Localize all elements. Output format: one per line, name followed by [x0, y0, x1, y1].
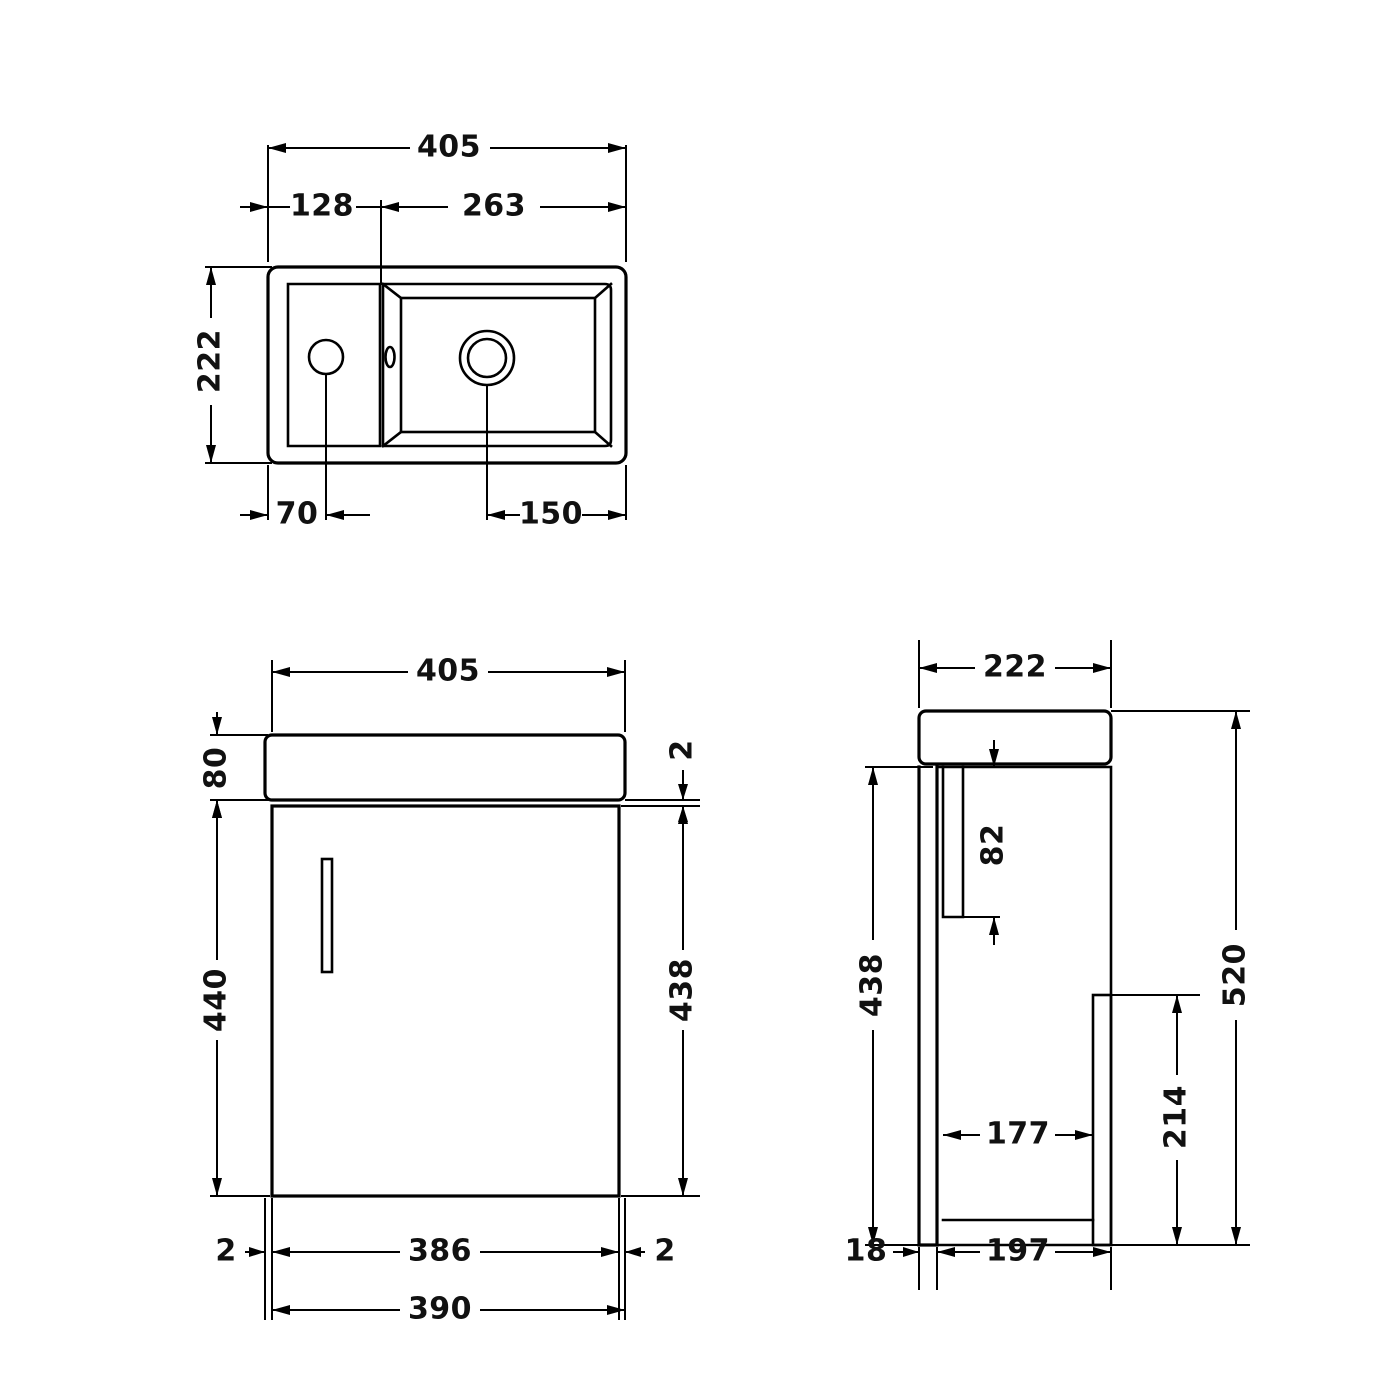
basin-outer-outline [266, 265, 628, 465]
tap-hole-circle [307, 338, 345, 376]
dim-label-front-390: 390 [408, 1292, 472, 1327]
dim-top-263: 263 [381, 189, 626, 224]
dim-label-side-222: 222 [983, 650, 1047, 685]
dim-label-side-82: 82 [976, 824, 1011, 867]
dim-side-82: 82 [976, 740, 1011, 945]
dim-top-128: 128 [240, 189, 381, 224]
dim-label-top-150: 150 [519, 497, 583, 532]
dim-label-top-263: 263 [462, 189, 526, 224]
dim-label-top-128: 128 [290, 189, 354, 224]
dim-side-177: 177 [943, 1117, 1093, 1152]
dim-side-520: 520 [1218, 711, 1253, 1245]
dim-side-438: 438 [855, 767, 890, 1245]
side-door-panel [1091, 993, 1113, 1247]
door-handle-bar [320, 857, 334, 974]
basin-bowl-rim-outline [381, 282, 613, 448]
dim-label-front-405: 405 [416, 654, 480, 689]
dim-label-side-214: 214 [1159, 1085, 1194, 1149]
dim-top-150: 150 [487, 497, 626, 532]
dim-side-197: 197 [937, 1234, 1111, 1269]
bowl-bevel-bottom-left [381, 430, 403, 448]
dim-front-405: 405 [272, 654, 625, 689]
dim-label-side-197: 197 [986, 1234, 1050, 1269]
dim-label-front-2-right: 2 [654, 1234, 675, 1269]
side-hanging-bracket [941, 765, 965, 919]
dim-side-222: 222 [919, 650, 1111, 685]
dim-label-side-520: 520 [1218, 943, 1253, 1007]
dim-label-front-438: 438 [665, 958, 700, 1022]
bowl-bevel-top-left [381, 282, 403, 300]
dim-top-70: 70 [240, 497, 370, 532]
dim-label-front-80: 80 [199, 747, 234, 790]
side-back-panel [917, 765, 939, 1247]
basin-left-deck-outline [286, 282, 382, 448]
dim-label-top-222: 222 [193, 329, 228, 393]
dim-front-2-right: 2 [625, 1234, 675, 1269]
dim-label-top-70: 70 [276, 497, 319, 532]
dim-label-side-18: 18 [845, 1234, 888, 1269]
dim-label-side-438: 438 [855, 953, 890, 1017]
basin-bowl-inner-outline [399, 296, 597, 434]
front-cabinet-door [270, 804, 621, 1198]
dim-label-side-177: 177 [986, 1117, 1050, 1152]
overflow-slot [384, 345, 396, 369]
dim-front-390: 390 [272, 1292, 625, 1327]
waste-outlet-inner-circle [466, 337, 508, 379]
front-view-group: 405 80 440 2 [199, 654, 700, 1327]
bowl-bevel-bottom-right [593, 430, 613, 448]
top-view-group: 405 128 263 222 [193, 130, 628, 532]
dim-front-2-left: 2 [215, 1234, 265, 1269]
dim-top-405: 405 [268, 130, 626, 165]
front-basin-slab [263, 733, 627, 802]
waste-outlet-outer-circle [458, 329, 516, 387]
dim-label-front-386: 386 [408, 1234, 472, 1269]
bowl-bevel-top-right [593, 282, 613, 300]
side-view-group: 222 82 438 520 [845, 640, 1253, 1290]
side-basin-slab [917, 709, 1113, 766]
dim-side-214: 214 [1159, 995, 1194, 1245]
dim-label-front-2-top: 2 [665, 739, 700, 760]
dim-label-top-405: 405 [417, 130, 481, 165]
dim-top-222: 222 [193, 267, 228, 463]
dim-front-438: 438 [665, 806, 700, 1196]
dim-label-front-2-left: 2 [215, 1234, 236, 1269]
dim-front-386: 386 [272, 1234, 619, 1269]
dim-side-18: 18 [845, 1234, 919, 1269]
dim-front-440: 440 [199, 800, 234, 1196]
dim-label-front-440: 440 [199, 968, 234, 1032]
